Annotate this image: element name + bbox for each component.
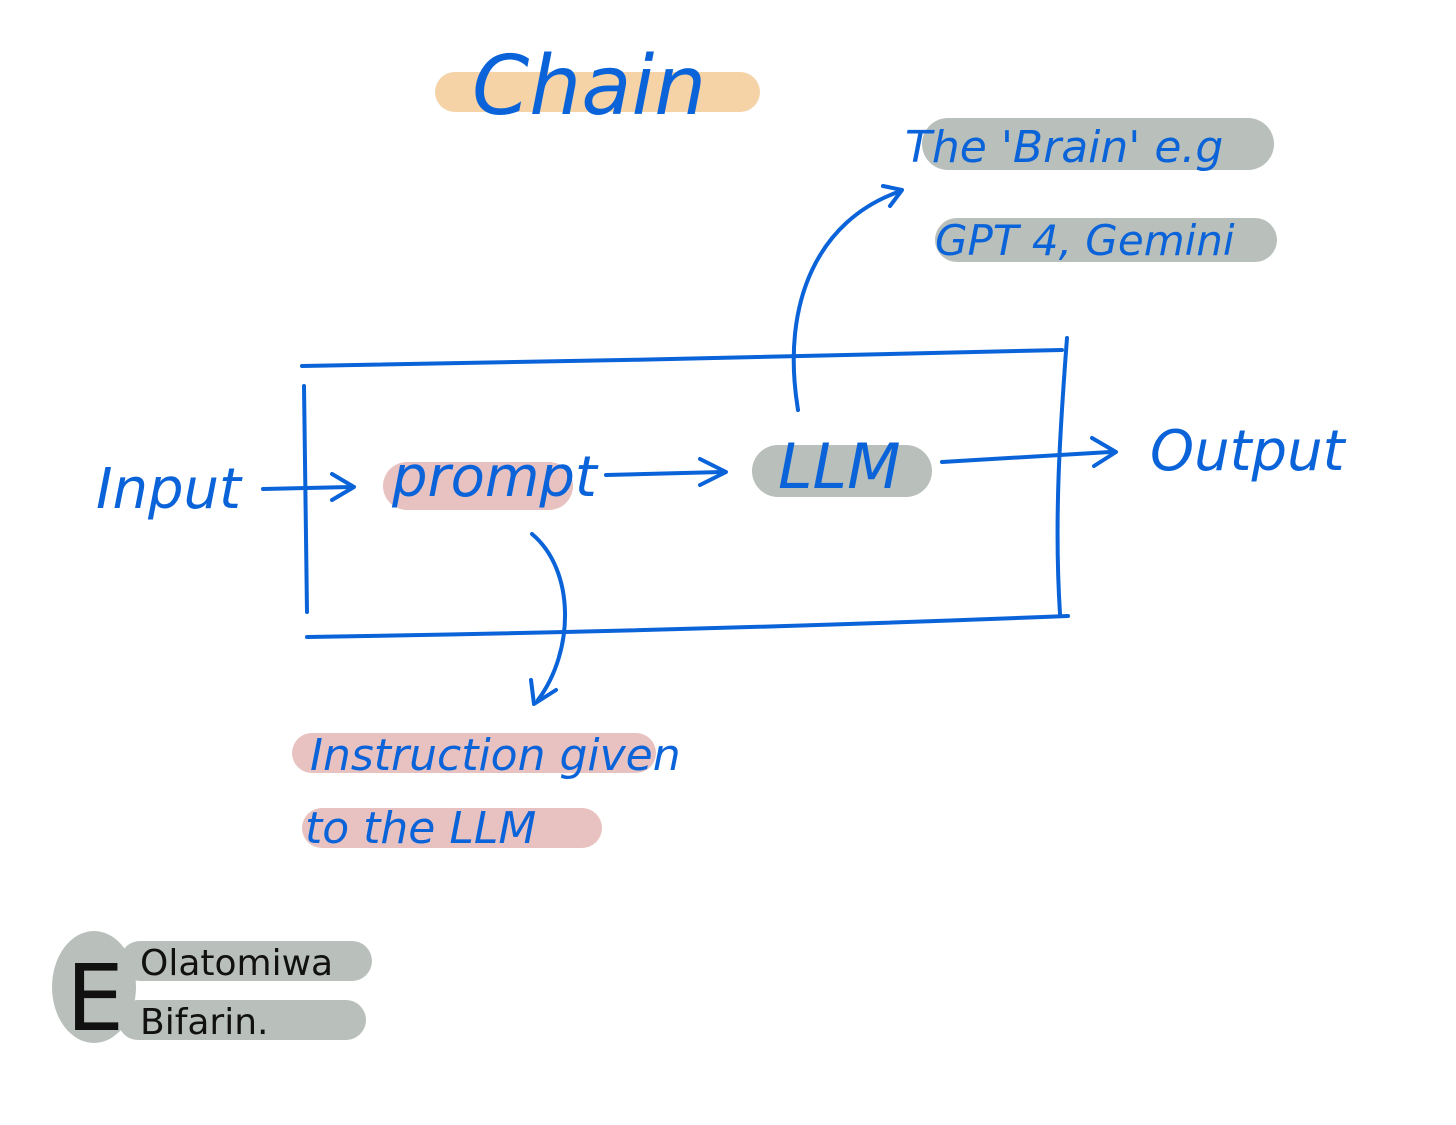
signature: E Olatomiwa Bifarin. <box>52 931 372 1052</box>
llm-highlight <box>752 445 932 497</box>
prompt-label: prompt <box>391 445 599 510</box>
arrow-right-icon <box>261 472 356 502</box>
llm-label: LLM <box>778 430 901 503</box>
signature-line-1: Olatomiwa <box>140 943 333 984</box>
chain-box-left-edge <box>302 384 309 614</box>
output-label: Output <box>1150 419 1347 484</box>
curved-arrow-icon <box>529 532 568 706</box>
signature-highlight-2 <box>118 1000 366 1040</box>
prompt-note-line-2: to the LLM <box>305 803 536 854</box>
curved-arrow-icon <box>791 184 904 412</box>
page-title: Chain <box>472 39 706 134</box>
llm-note-group: The 'Brain' e.g GPT 4, Gemini <box>905 118 1277 265</box>
prompt-node: prompt <box>383 445 599 510</box>
prompt-highlight <box>383 462 573 510</box>
input-label: Input <box>96 457 243 522</box>
prompt-note-highlight-2 <box>302 808 602 848</box>
arrow-right-icon <box>604 457 728 487</box>
prompt-note-highlight-1 <box>292 733 656 773</box>
title-highlight <box>435 72 760 112</box>
llm-note-line-2: GPT 4, Gemini <box>935 216 1235 265</box>
chain-box-top-edge <box>300 348 1064 368</box>
llm-note-highlight-2 <box>935 218 1277 262</box>
title-group: Chain <box>435 39 760 134</box>
signature-highlight-1 <box>120 941 372 981</box>
signature-line-2: Bifarin. <box>140 1002 269 1043</box>
prompt-note-group: Instruction given to the LLM <box>292 730 681 854</box>
chain-box-right-edge <box>1055 336 1069 616</box>
signature-monogram-bg <box>52 931 136 1043</box>
chain-box <box>300 336 1070 639</box>
prompt-note-line-1: Instruction given <box>310 730 681 781</box>
arrow-right-icon <box>940 436 1118 468</box>
llm-node: LLM <box>752 430 932 503</box>
llm-note-highlight-1 <box>922 118 1274 170</box>
signature-monogram: E <box>66 945 124 1052</box>
llm-note-line-1: The 'Brain' e.g <box>905 122 1223 173</box>
chain-box-bottom-edge <box>305 614 1070 639</box>
